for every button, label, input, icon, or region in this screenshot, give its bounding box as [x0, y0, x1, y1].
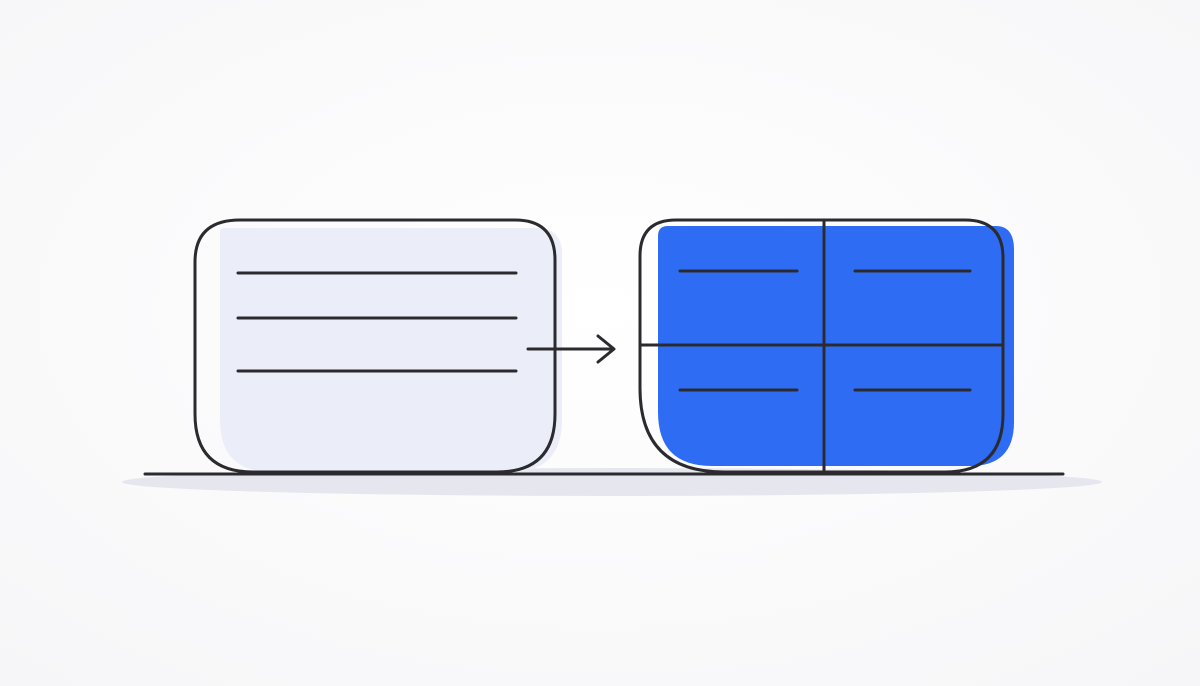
source-card-outline — [193, 218, 557, 474]
target-card-outline — [638, 218, 1005, 474]
arrow-head — [596, 334, 616, 364]
source-card — [193, 218, 562, 474]
arrow-right-icon — [526, 334, 616, 364]
source-card-fill — [220, 228, 562, 472]
target-card — [638, 218, 1014, 474]
